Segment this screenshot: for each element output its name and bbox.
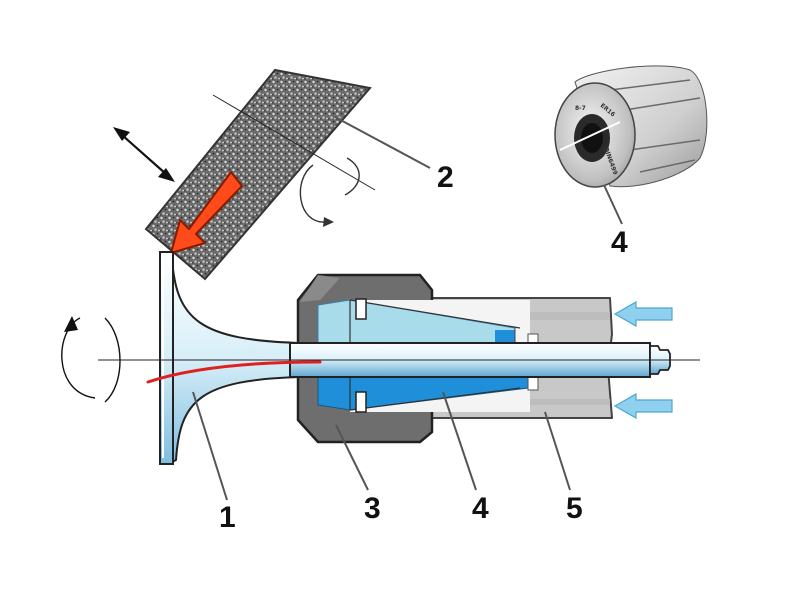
label-holder: 3 bbox=[364, 492, 381, 525]
collet-mark-size: 8-7 bbox=[575, 105, 586, 112]
grinding-force-arrow-icon bbox=[170, 171, 243, 254]
collet-slot-bottom bbox=[355, 391, 367, 413]
label-sleeve: 5 bbox=[566, 492, 583, 525]
valve-rotation-icon bbox=[61, 316, 121, 403]
grain-flow-line bbox=[146, 360, 322, 384]
label-collet: 4 bbox=[472, 492, 489, 525]
clamping-force-arrow-top-icon bbox=[613, 300, 673, 328]
label-valve: 1 bbox=[219, 501, 236, 534]
clamping-force-arrow-bottom-icon bbox=[613, 392, 673, 420]
leader-lines bbox=[192, 116, 623, 501]
label-collet-photo: 4 bbox=[611, 226, 628, 259]
label-grinding-wheel: 2 bbox=[437, 161, 454, 194]
feed-double-arrow-icon bbox=[113, 127, 175, 182]
wheel-rotation-arrowhead-icon bbox=[323, 217, 334, 227]
wheel-axis-line bbox=[212, 94, 376, 191]
valve-head bbox=[159, 251, 174, 465]
wheel-rotation-icon bbox=[299, 164, 326, 223]
collet-photo: 8-7 ER16 DIN6499 bbox=[554, 65, 708, 188]
collet-slot-top bbox=[355, 298, 367, 320]
